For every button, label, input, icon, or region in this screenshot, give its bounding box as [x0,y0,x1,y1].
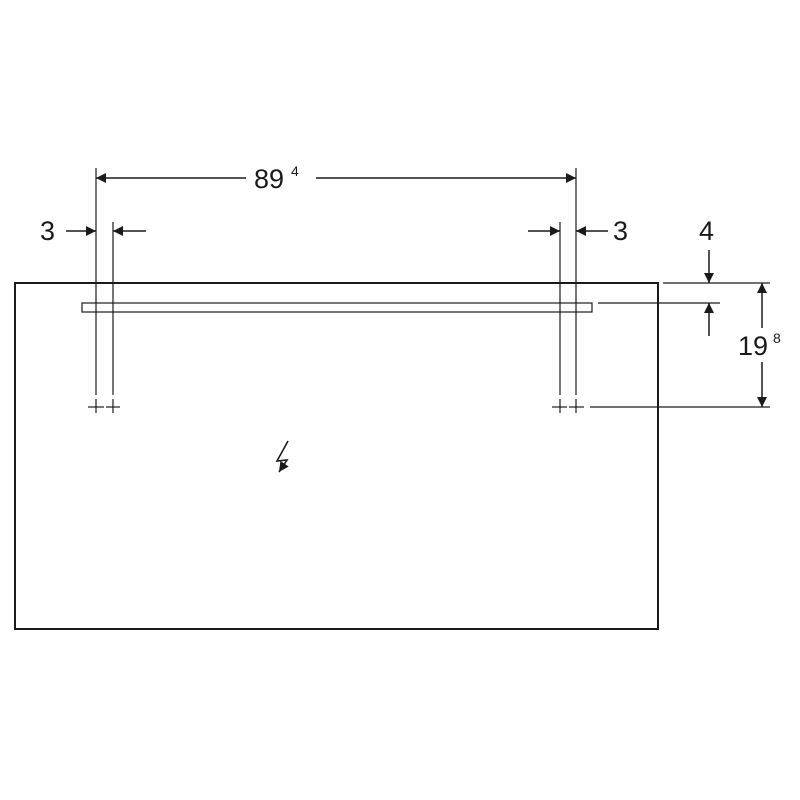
left-extension-lines [95,168,114,395]
fixing-marker-right [552,399,584,413]
mirror-outline [14,282,659,630]
fixing-marker-left [88,399,120,413]
right-reference-lines [590,282,770,408]
fixing-height-sup: 8 [773,330,781,346]
left-offset-value: 3 [40,216,55,246]
right-offset-value: 3 [613,216,628,246]
light-bar [81,302,593,313]
width-dimension-value: 89 [254,164,284,194]
right-extension-lines [559,168,577,395]
width-dimension: 89 4 [96,163,576,194]
top-offset-value: 4 [699,216,714,246]
electrical-connection-icon [275,440,289,473]
fixing-height-dimension: 19 8 [738,283,781,407]
width-dimension-sup: 4 [291,163,299,179]
left-offset-dimension: 3 [40,216,146,246]
fixing-height-value: 19 [738,331,768,361]
right-offset-dimension: 3 [528,216,628,246]
top-offset-dimension: 4 [699,216,714,336]
